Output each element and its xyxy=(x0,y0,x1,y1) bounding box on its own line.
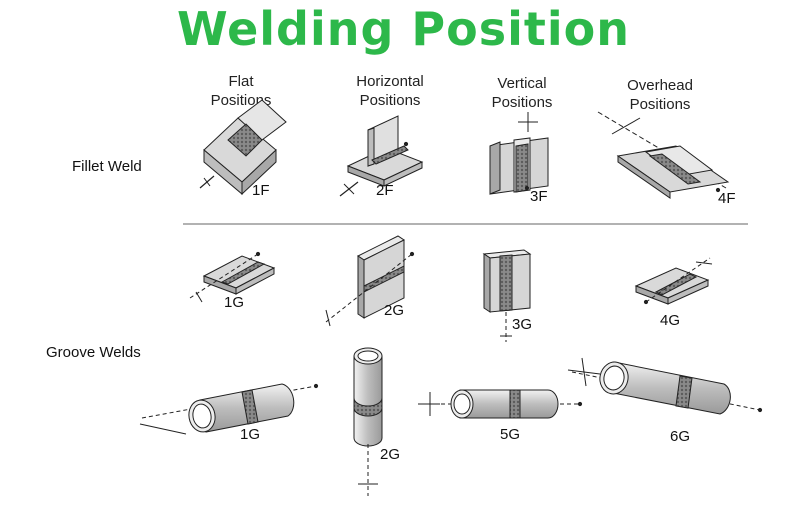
code-pipe-6g: 6G xyxy=(670,428,691,445)
column-heading-line: Positions xyxy=(491,94,553,111)
column-heading-line: Flat xyxy=(228,73,254,90)
groove-pipe-5g-illustration xyxy=(418,389,583,419)
code-pipe-5g: 5G xyxy=(500,426,521,443)
code-plate-4g: 4G xyxy=(660,312,681,329)
row-label-groove-welds: Groove Welds xyxy=(46,344,141,361)
code-3f: 3F xyxy=(530,188,548,205)
column-heading-line: Overhead xyxy=(627,77,693,94)
fillet-1f-illustration xyxy=(199,99,287,196)
column-heading-line: Horizontal xyxy=(356,73,424,90)
code-1f: 1F xyxy=(252,182,270,199)
column-heading-overhead: Overhead Positions xyxy=(600,76,720,114)
groove-plate-4g-illustration xyxy=(634,257,713,305)
fillet-2f-illustration xyxy=(339,115,424,197)
fillet-3f-illustration xyxy=(489,112,549,195)
code-plate-2g: 2G xyxy=(384,302,405,319)
code-pipe-1g: 1G xyxy=(240,426,261,443)
page-title: Welding Position xyxy=(176,2,631,56)
code-plate-1g: 1G xyxy=(224,294,245,311)
column-heading-line: Positions xyxy=(359,92,421,109)
code-4f: 4F xyxy=(718,190,736,207)
row-label-fillet-weld: Fillet Weld xyxy=(72,158,142,175)
column-heading-horizontal: Horizontal Positions xyxy=(330,72,450,110)
code-pipe-2g: 2G xyxy=(380,446,401,463)
groove-pipe-6g-illustration xyxy=(567,357,763,415)
groove-pipe-2g-illustration xyxy=(353,347,383,496)
groove-plate-1g-illustration xyxy=(189,251,276,303)
column-heading-line: Positions xyxy=(629,96,691,113)
code-2f: 2F xyxy=(376,182,394,199)
column-heading-line: Vertical xyxy=(497,75,547,92)
groove-pipe-1g-illustration xyxy=(139,383,319,435)
column-heading-vertical: Vertical Positions xyxy=(462,74,582,112)
groove-plate-2g-illustration xyxy=(325,235,415,327)
code-plate-3g: 3G xyxy=(512,316,533,333)
fillet-4f-illustration xyxy=(597,111,730,199)
groove-plate-3g-illustration xyxy=(482,249,532,342)
